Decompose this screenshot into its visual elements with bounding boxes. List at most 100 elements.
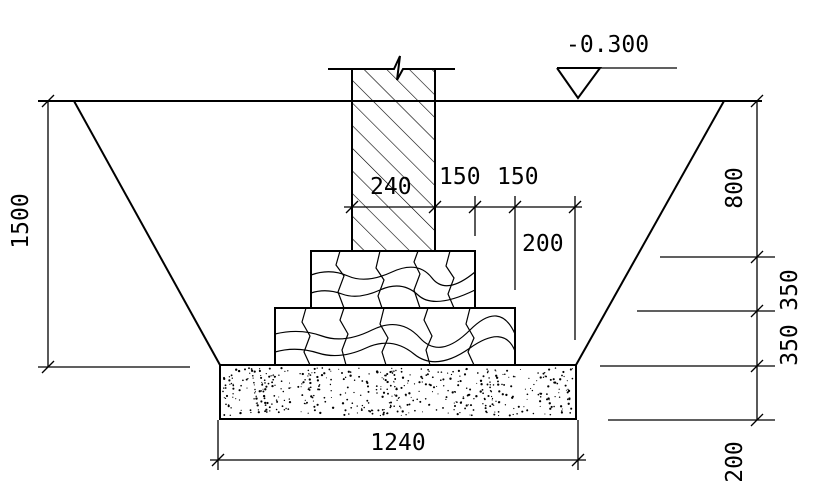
concrete-speck xyxy=(281,405,284,408)
concrete-speck xyxy=(288,398,290,400)
concrete-speck xyxy=(424,398,427,400)
concrete-speck xyxy=(367,390,370,393)
concrete-speck xyxy=(497,383,500,386)
concrete-speck xyxy=(250,411,252,414)
concrete-speck xyxy=(309,374,312,376)
concrete-speck xyxy=(526,393,529,396)
concrete-speck xyxy=(506,369,509,372)
concrete-speck xyxy=(258,390,261,393)
concrete-speck xyxy=(412,399,415,402)
concrete-speck xyxy=(484,398,486,401)
concrete-speck xyxy=(548,402,551,405)
concrete-speck xyxy=(406,403,409,406)
concrete-speck xyxy=(316,375,319,379)
concrete-speck xyxy=(267,382,270,385)
concrete-speck xyxy=(536,380,538,382)
concrete-speck xyxy=(395,394,398,397)
concrete-speck xyxy=(285,407,287,410)
concrete-speck xyxy=(566,398,569,401)
concrete-speck xyxy=(547,385,550,388)
concrete-speck xyxy=(480,383,483,386)
concrete-speck xyxy=(308,387,310,389)
concrete-speck xyxy=(254,392,256,394)
concrete-speck xyxy=(414,409,416,412)
concrete-speck xyxy=(383,409,385,411)
concrete-speck xyxy=(301,394,304,397)
concrete-speck xyxy=(462,396,464,398)
concrete-speck xyxy=(553,405,555,408)
concrete-speck xyxy=(287,370,289,372)
dim-offset-inner-label: 150 xyxy=(497,164,539,190)
concrete-speck xyxy=(462,397,465,400)
concrete-speck xyxy=(381,408,384,411)
concrete-speck xyxy=(447,412,449,414)
concrete-speck xyxy=(351,402,354,405)
concrete-speck xyxy=(404,393,407,396)
concrete-speck xyxy=(514,376,516,378)
concrete-speck xyxy=(553,381,556,384)
concrete-speck xyxy=(494,411,496,413)
dim-footing-width: 1240 xyxy=(210,420,586,470)
concrete-speck xyxy=(382,391,386,394)
concrete-speck xyxy=(416,398,418,401)
concrete-speck xyxy=(252,377,254,379)
concrete-speck xyxy=(453,409,455,411)
concrete-speck xyxy=(258,368,261,370)
concrete-speck xyxy=(420,368,423,370)
concrete-speck xyxy=(530,388,532,390)
concrete-speck xyxy=(316,379,320,382)
concrete-speck xyxy=(545,398,549,401)
concrete-speck xyxy=(288,382,291,384)
concrete-speck xyxy=(255,397,258,400)
concrete-speck xyxy=(400,370,403,373)
concrete-speck xyxy=(524,388,526,390)
concrete-speck xyxy=(442,406,444,409)
concrete-speck xyxy=(225,394,229,398)
concrete-speck xyxy=(459,380,462,383)
concrete-speck xyxy=(341,372,343,374)
concrete-speck xyxy=(401,376,405,379)
concrete-speck xyxy=(376,392,378,394)
concrete-speck xyxy=(554,367,557,369)
concrete-speck xyxy=(512,375,515,378)
concrete-speck xyxy=(313,405,316,408)
concrete-speck xyxy=(223,387,225,389)
concrete-speck xyxy=(563,375,565,378)
concrete-speck xyxy=(393,405,395,407)
concrete-speck xyxy=(539,396,542,398)
concrete-speck xyxy=(246,387,248,389)
concrete-speck xyxy=(372,410,374,412)
concrete-speck xyxy=(544,413,546,415)
break-line xyxy=(328,55,455,81)
concrete-speck xyxy=(565,389,567,391)
concrete-speck xyxy=(361,404,364,407)
concrete-speck xyxy=(388,402,391,404)
concrete-speck xyxy=(559,405,563,408)
concrete-speck xyxy=(465,404,468,407)
concrete-speck xyxy=(271,384,274,388)
concrete-speck xyxy=(224,384,227,387)
concrete-speck xyxy=(531,389,534,392)
concrete-speck xyxy=(301,372,304,376)
concrete-speck xyxy=(440,371,443,373)
concrete-speck xyxy=(265,411,268,413)
concrete-speck xyxy=(249,409,252,412)
concrete-speck xyxy=(238,399,241,401)
elevation-marker: -0.300 xyxy=(556,32,677,100)
concrete-speck xyxy=(548,399,550,401)
concrete-speck xyxy=(230,374,233,377)
dim-footing-thickness-label: 200 xyxy=(722,441,748,483)
concrete-speck xyxy=(431,391,434,393)
concrete-speck xyxy=(453,402,455,404)
concrete-speck xyxy=(254,391,256,393)
concrete-speck xyxy=(338,368,340,370)
concrete-speck xyxy=(437,371,439,373)
concrete-speck xyxy=(521,410,524,413)
concrete-speck xyxy=(552,378,555,381)
concrete-speck xyxy=(571,368,574,370)
concrete-speck xyxy=(487,370,489,372)
concrete-speck xyxy=(495,370,497,372)
concrete-speck xyxy=(489,384,492,386)
concrete-speck xyxy=(271,403,273,405)
concrete-speck xyxy=(368,373,370,375)
